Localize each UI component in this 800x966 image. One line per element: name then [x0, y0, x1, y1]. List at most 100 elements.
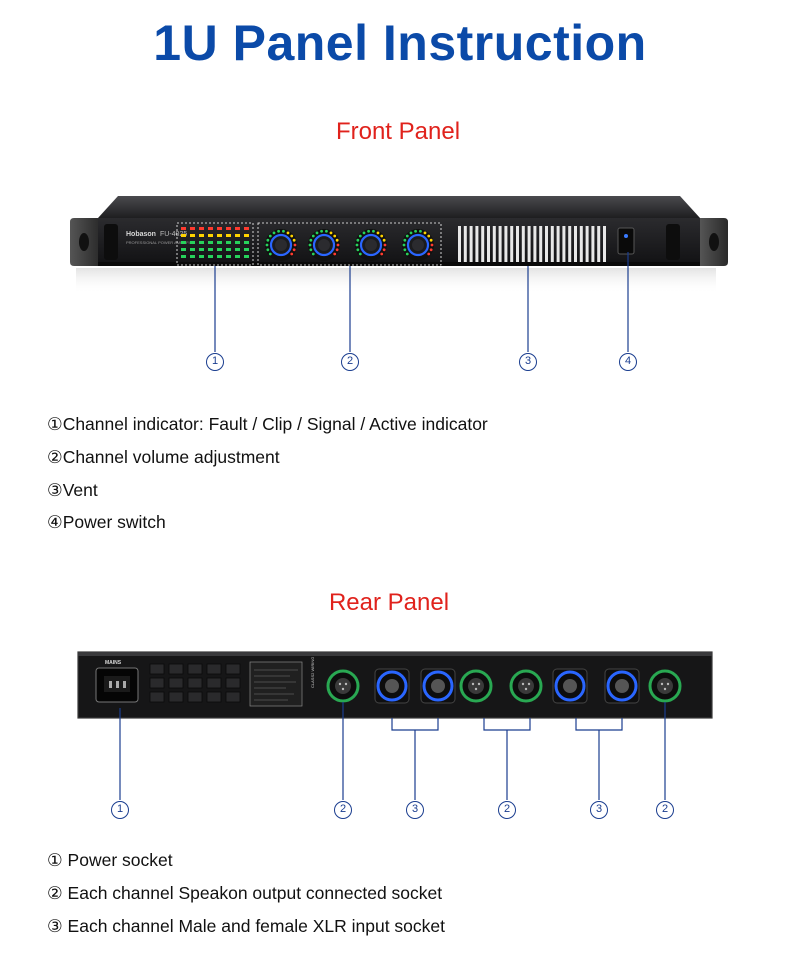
- knob-box: [257, 222, 442, 266]
- vent-slot: [475, 226, 479, 262]
- chassis-top: [98, 196, 700, 218]
- brand-logo: Hobason: [126, 231, 156, 238]
- xlr-insert: [468, 678, 484, 694]
- page-title: 1U Panel Instruction: [153, 15, 647, 71]
- knob-led: [429, 238, 433, 242]
- led-segment: [208, 234, 213, 237]
- vent-slot: [585, 226, 589, 262]
- xlr-insert: [657, 678, 673, 694]
- xlr-pin: [338, 682, 342, 686]
- vent-slot: [463, 226, 467, 262]
- rack-hole-left: [79, 233, 89, 251]
- knob-led: [272, 231, 276, 235]
- xlr-pin: [521, 682, 525, 686]
- led-segment: [190, 227, 195, 230]
- xlr-pin: [524, 687, 528, 691]
- front-desc-3: ③Vent: [47, 480, 98, 500]
- led-segment: [235, 248, 240, 251]
- led-segment: [235, 234, 240, 237]
- rack-hole-right: [709, 233, 719, 251]
- front-panel-heading: Front Panel: [335, 118, 461, 145]
- led-segment: [208, 241, 213, 244]
- led-segment: [235, 227, 240, 230]
- vent-slot: [568, 226, 572, 262]
- front-callout-lines: [214, 252, 629, 352]
- led-segment: [199, 227, 204, 230]
- vent-cell: [149, 677, 165, 689]
- led-segment: [199, 248, 204, 251]
- vent-cell: [206, 663, 222, 675]
- knob-cap: [412, 239, 424, 251]
- handle-right: [666, 224, 680, 260]
- front-panel-device: Hobason FU-4025 PROFESSIONAL POWER AMPLI…: [70, 196, 728, 294]
- knob-led: [290, 252, 294, 256]
- rear-desc-1: ① Power socket: [47, 850, 173, 870]
- led-segment: [226, 248, 231, 251]
- knob-led: [362, 231, 366, 235]
- device-reflection: [76, 268, 716, 294]
- rear-marker-2b: 2: [498, 801, 516, 819]
- xlr-pin: [344, 682, 348, 686]
- device-subtitle: PROFESSIONAL POWER AMPLIFIER: [126, 240, 195, 245]
- knob-cap: [275, 239, 287, 251]
- knob-led: [414, 229, 417, 233]
- vent-slot: [579, 226, 583, 262]
- knob-cap: [318, 239, 330, 251]
- rear-vent: [149, 663, 241, 703]
- xlr-pin: [341, 687, 345, 691]
- led-segment: [244, 255, 249, 258]
- vent-slot: [550, 226, 554, 262]
- led-segment: [217, 234, 222, 237]
- knob-led: [320, 229, 323, 233]
- led-segment: [190, 234, 195, 237]
- knob-led: [309, 238, 313, 242]
- rear-marker-2a: 2: [334, 801, 352, 819]
- front-marker-4: 4: [619, 353, 637, 371]
- speakon-core: [615, 679, 629, 693]
- led-segment: [199, 234, 204, 237]
- vent-slot: [516, 226, 519, 262]
- channel-indicators: [181, 227, 249, 258]
- xlr-pin: [663, 687, 667, 691]
- vent-slot: [533, 226, 537, 262]
- rear-marker-1: 1: [111, 801, 129, 819]
- vent-slot: [545, 226, 548, 262]
- led-segment: [244, 241, 249, 244]
- vent-slot: [469, 226, 473, 262]
- led-segment: [217, 248, 222, 251]
- front-marker-2: 2: [341, 353, 359, 371]
- speakon-core: [563, 679, 577, 693]
- knob-led: [367, 229, 370, 233]
- xlr-pin: [477, 682, 481, 686]
- knob-led: [403, 248, 407, 252]
- led-segment: [244, 234, 249, 237]
- rear-marker-2c: 2: [656, 801, 674, 819]
- knob-led: [355, 243, 359, 247]
- led-segment: [190, 241, 195, 244]
- vent-slot: [527, 226, 531, 262]
- led-segment: [226, 234, 231, 237]
- knob-led: [266, 248, 270, 252]
- vent-cell: [149, 663, 165, 675]
- led-segment: [181, 227, 186, 230]
- front-marker-3: 3: [519, 353, 537, 371]
- led-segment: [190, 255, 195, 258]
- knob-led: [336, 243, 340, 247]
- led-segment: [235, 255, 240, 258]
- rear-desc-2: ② Each channel Speakon output connected …: [47, 883, 443, 903]
- front-marker-1: 1: [206, 353, 224, 371]
- vent-cell: [225, 691, 241, 703]
- knob-led: [376, 231, 380, 235]
- speakon-core: [385, 679, 399, 693]
- mains-label: MAINS: [105, 660, 122, 666]
- knob-led: [329, 231, 333, 235]
- knob-led: [382, 238, 386, 242]
- xlr-pin: [660, 682, 664, 686]
- knob-led: [405, 252, 409, 256]
- knob-led: [335, 238, 339, 242]
- vent-cell: [149, 691, 165, 703]
- vent-cell: [206, 677, 222, 689]
- front-desc-2: ②Channel volume adjustment: [47, 447, 280, 467]
- knob-led: [308, 243, 312, 247]
